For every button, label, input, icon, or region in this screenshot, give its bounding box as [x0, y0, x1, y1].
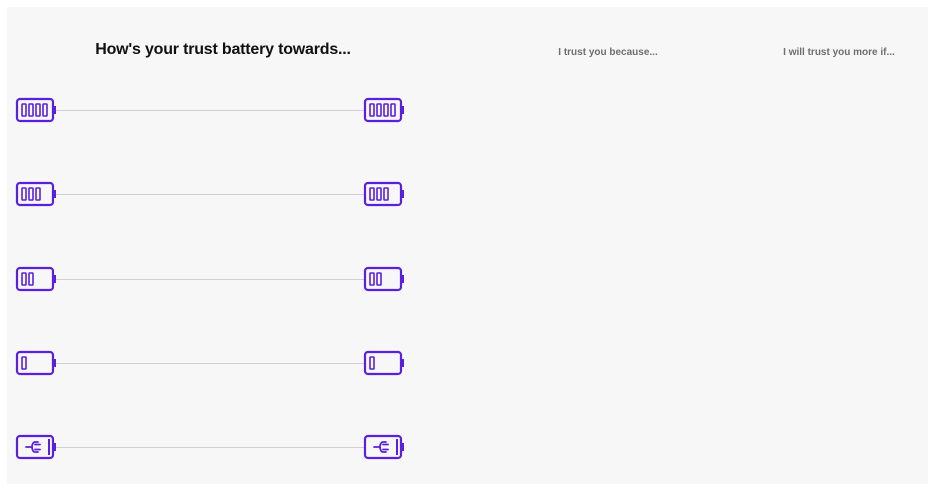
battery-row	[7, 433, 427, 463]
column-header-trust-more-if: I will trust you more if...	[783, 47, 895, 58]
battery-row	[7, 96, 427, 126]
battery-row-divider	[55, 447, 365, 448]
battery-row-divider	[55, 363, 365, 364]
battery-2-bars-icon	[15, 266, 56, 292]
column-header-trust-because: I trust you because...	[558, 47, 658, 58]
battery-3-bars-icon	[363, 181, 404, 207]
battery-2-bars-icon	[363, 266, 404, 292]
battery-1-bar-icon	[15, 350, 56, 376]
battery-3-bars-icon	[15, 181, 56, 207]
battery-row	[7, 180, 427, 210]
battery-row-divider	[55, 279, 365, 280]
battery-charging-plug-icon	[363, 434, 404, 460]
battery-4-bars-icon	[15, 97, 56, 123]
battery-row	[7, 265, 427, 295]
trust-battery-board: How's your trust battery towards... I tr…	[7, 7, 928, 484]
battery-row-divider	[55, 194, 365, 195]
battery-row-divider	[55, 110, 365, 111]
battery-row	[7, 349, 427, 379]
battery-4-bars-icon	[363, 97, 404, 123]
battery-1-bar-icon	[363, 350, 404, 376]
battery-charging-plug-icon	[15, 434, 56, 460]
board-title: How's your trust battery towards...	[95, 41, 351, 58]
